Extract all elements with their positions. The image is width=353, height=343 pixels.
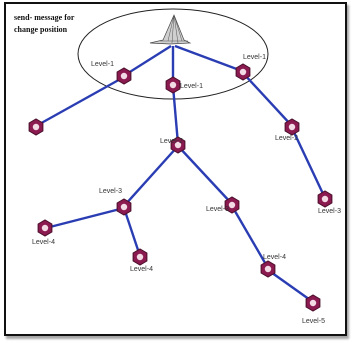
label-l4-c: Level-4 [263, 254, 286, 261]
edge-l1left-leaf [35, 75, 125, 128]
node-l2-mid-core [174, 141, 182, 149]
label-l3-right: Level-3 [318, 208, 341, 215]
title-line-1: send- message for [14, 13, 75, 22]
node-l3-right-core [321, 195, 329, 203]
node-l3-right [317, 190, 333, 208]
edge-root-l1left [124, 44, 172, 77]
label-l3-left: Level-3 [99, 188, 122, 195]
node-l4-b [132, 248, 148, 266]
node-l1-mid [165, 76, 181, 94]
label-l2-mid: Level-2 [160, 138, 183, 145]
label-l3-mid: Level-3 [206, 206, 229, 213]
edge-root-l1right [174, 44, 243, 73]
label-l4-a: Level-4 [32, 239, 55, 246]
node-l3-mid-core [228, 201, 236, 209]
node-l5 [305, 294, 321, 312]
edge-l3mid-l4c [230, 205, 270, 269]
node-l3-mid [224, 196, 240, 214]
edge-l2-l3left [123, 145, 179, 207]
edge-l3left-l4a [45, 206, 125, 230]
label-l1-mid: Level-1 [180, 83, 203, 90]
label-l2-right: Level-2 [275, 135, 298, 142]
edge-l1right-l2 [242, 72, 293, 127]
node-leaf-left [28, 118, 44, 136]
edges [35, 44, 327, 303]
node-l4-a [37, 219, 53, 237]
node-l1-left [116, 67, 132, 85]
node-l2-right [284, 118, 300, 136]
node-l1-right [235, 63, 251, 81]
node-l2-right-core [288, 123, 296, 131]
node-l4-a-core [41, 224, 49, 232]
node-l2-mid [170, 136, 186, 154]
label-l5: Level-5 [302, 318, 325, 325]
edge-l2-l3mid [177, 145, 233, 205]
node-l4-b-core [136, 253, 144, 261]
title-line-2: change position [14, 25, 68, 34]
node-l3-left [116, 198, 132, 216]
node-l1-left-core [120, 72, 128, 80]
node-l4-c [260, 260, 276, 278]
edge-l3left-l4b [122, 207, 142, 257]
edge-l4c-l5 [267, 269, 314, 303]
node-l1-right-core [239, 68, 247, 76]
label-l4-b: Level-4 [130, 266, 153, 273]
label-l1-left: Level-1 [91, 61, 114, 68]
node-l3-left-core [120, 203, 128, 211]
node-leaf-left-core [32, 123, 40, 131]
mesh-peak-icon [149, 14, 192, 45]
diagram-frame [4, 2, 347, 336]
node-l5-core [309, 299, 317, 307]
edge-l2right-l3 [290, 127, 327, 199]
edge-l1mid-l2 [171, 85, 180, 145]
node-l1-mid-core [169, 81, 177, 89]
node-l4-c-core [264, 265, 272, 273]
label-l1-right: Level-1 [243, 54, 266, 61]
